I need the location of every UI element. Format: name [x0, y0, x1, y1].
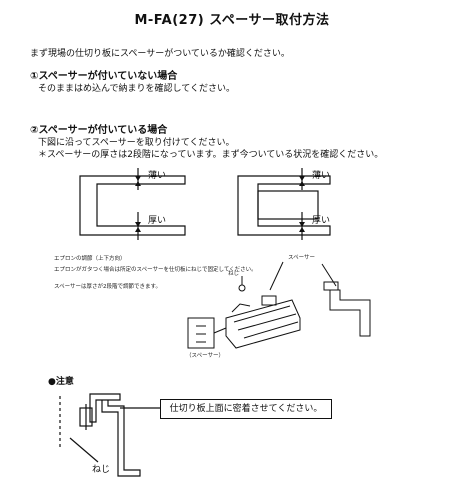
screw-label-top: ねじ — [228, 271, 240, 277]
caution-instruction-box: 仕切り板上面に密着させてください。 — [160, 399, 332, 419]
label-thick-right: 厚い — [312, 216, 331, 226]
caution-screw-label: ねじ — [92, 465, 111, 475]
u-channel-left — [79, 175, 186, 236]
intro-text: まず現場の仕切り板にスペーサーがついているか確認ください。 — [30, 49, 290, 59]
case2-line1: 下図に沿ってスペーサーを取り付けてください。 — [38, 138, 235, 148]
apron-note-1: エプロンの調節（上下方向） — [54, 256, 126, 262]
spacer-label-top: スペーサー — [288, 255, 316, 261]
page-title: M-FA(27) スペーサー取付方法 — [134, 13, 330, 28]
apron-note-3: スペーサーは厚さが2段階で調節できます。 — [54, 284, 161, 290]
u-channel-right — [237, 175, 331, 236]
caution-illustration — [59, 393, 160, 477]
case2-heading: ②スペーサーが付いている場合 — [30, 125, 168, 136]
apron-note-2: エプロンがガタつく場合は所定のスペーサーを仕切板にねじで固定してください。 — [54, 267, 257, 273]
case2-line2: ＊スペーサーの厚さは2段階になっています。まず今ついている状況を確認ください。 — [38, 150, 384, 160]
case1-heading: ①スペーサーが付いていない場合 — [30, 71, 178, 82]
case1-body: そのままはめ込んで納まりを確認してください。 — [38, 84, 236, 94]
spacer-insert — [257, 190, 319, 220]
caution-heading: ●注意 — [48, 377, 74, 387]
label-thick-left: 厚い — [148, 216, 167, 226]
assembly-illustration — [187, 261, 371, 349]
spacer-paren-label: （スペーサー） — [186, 353, 225, 359]
